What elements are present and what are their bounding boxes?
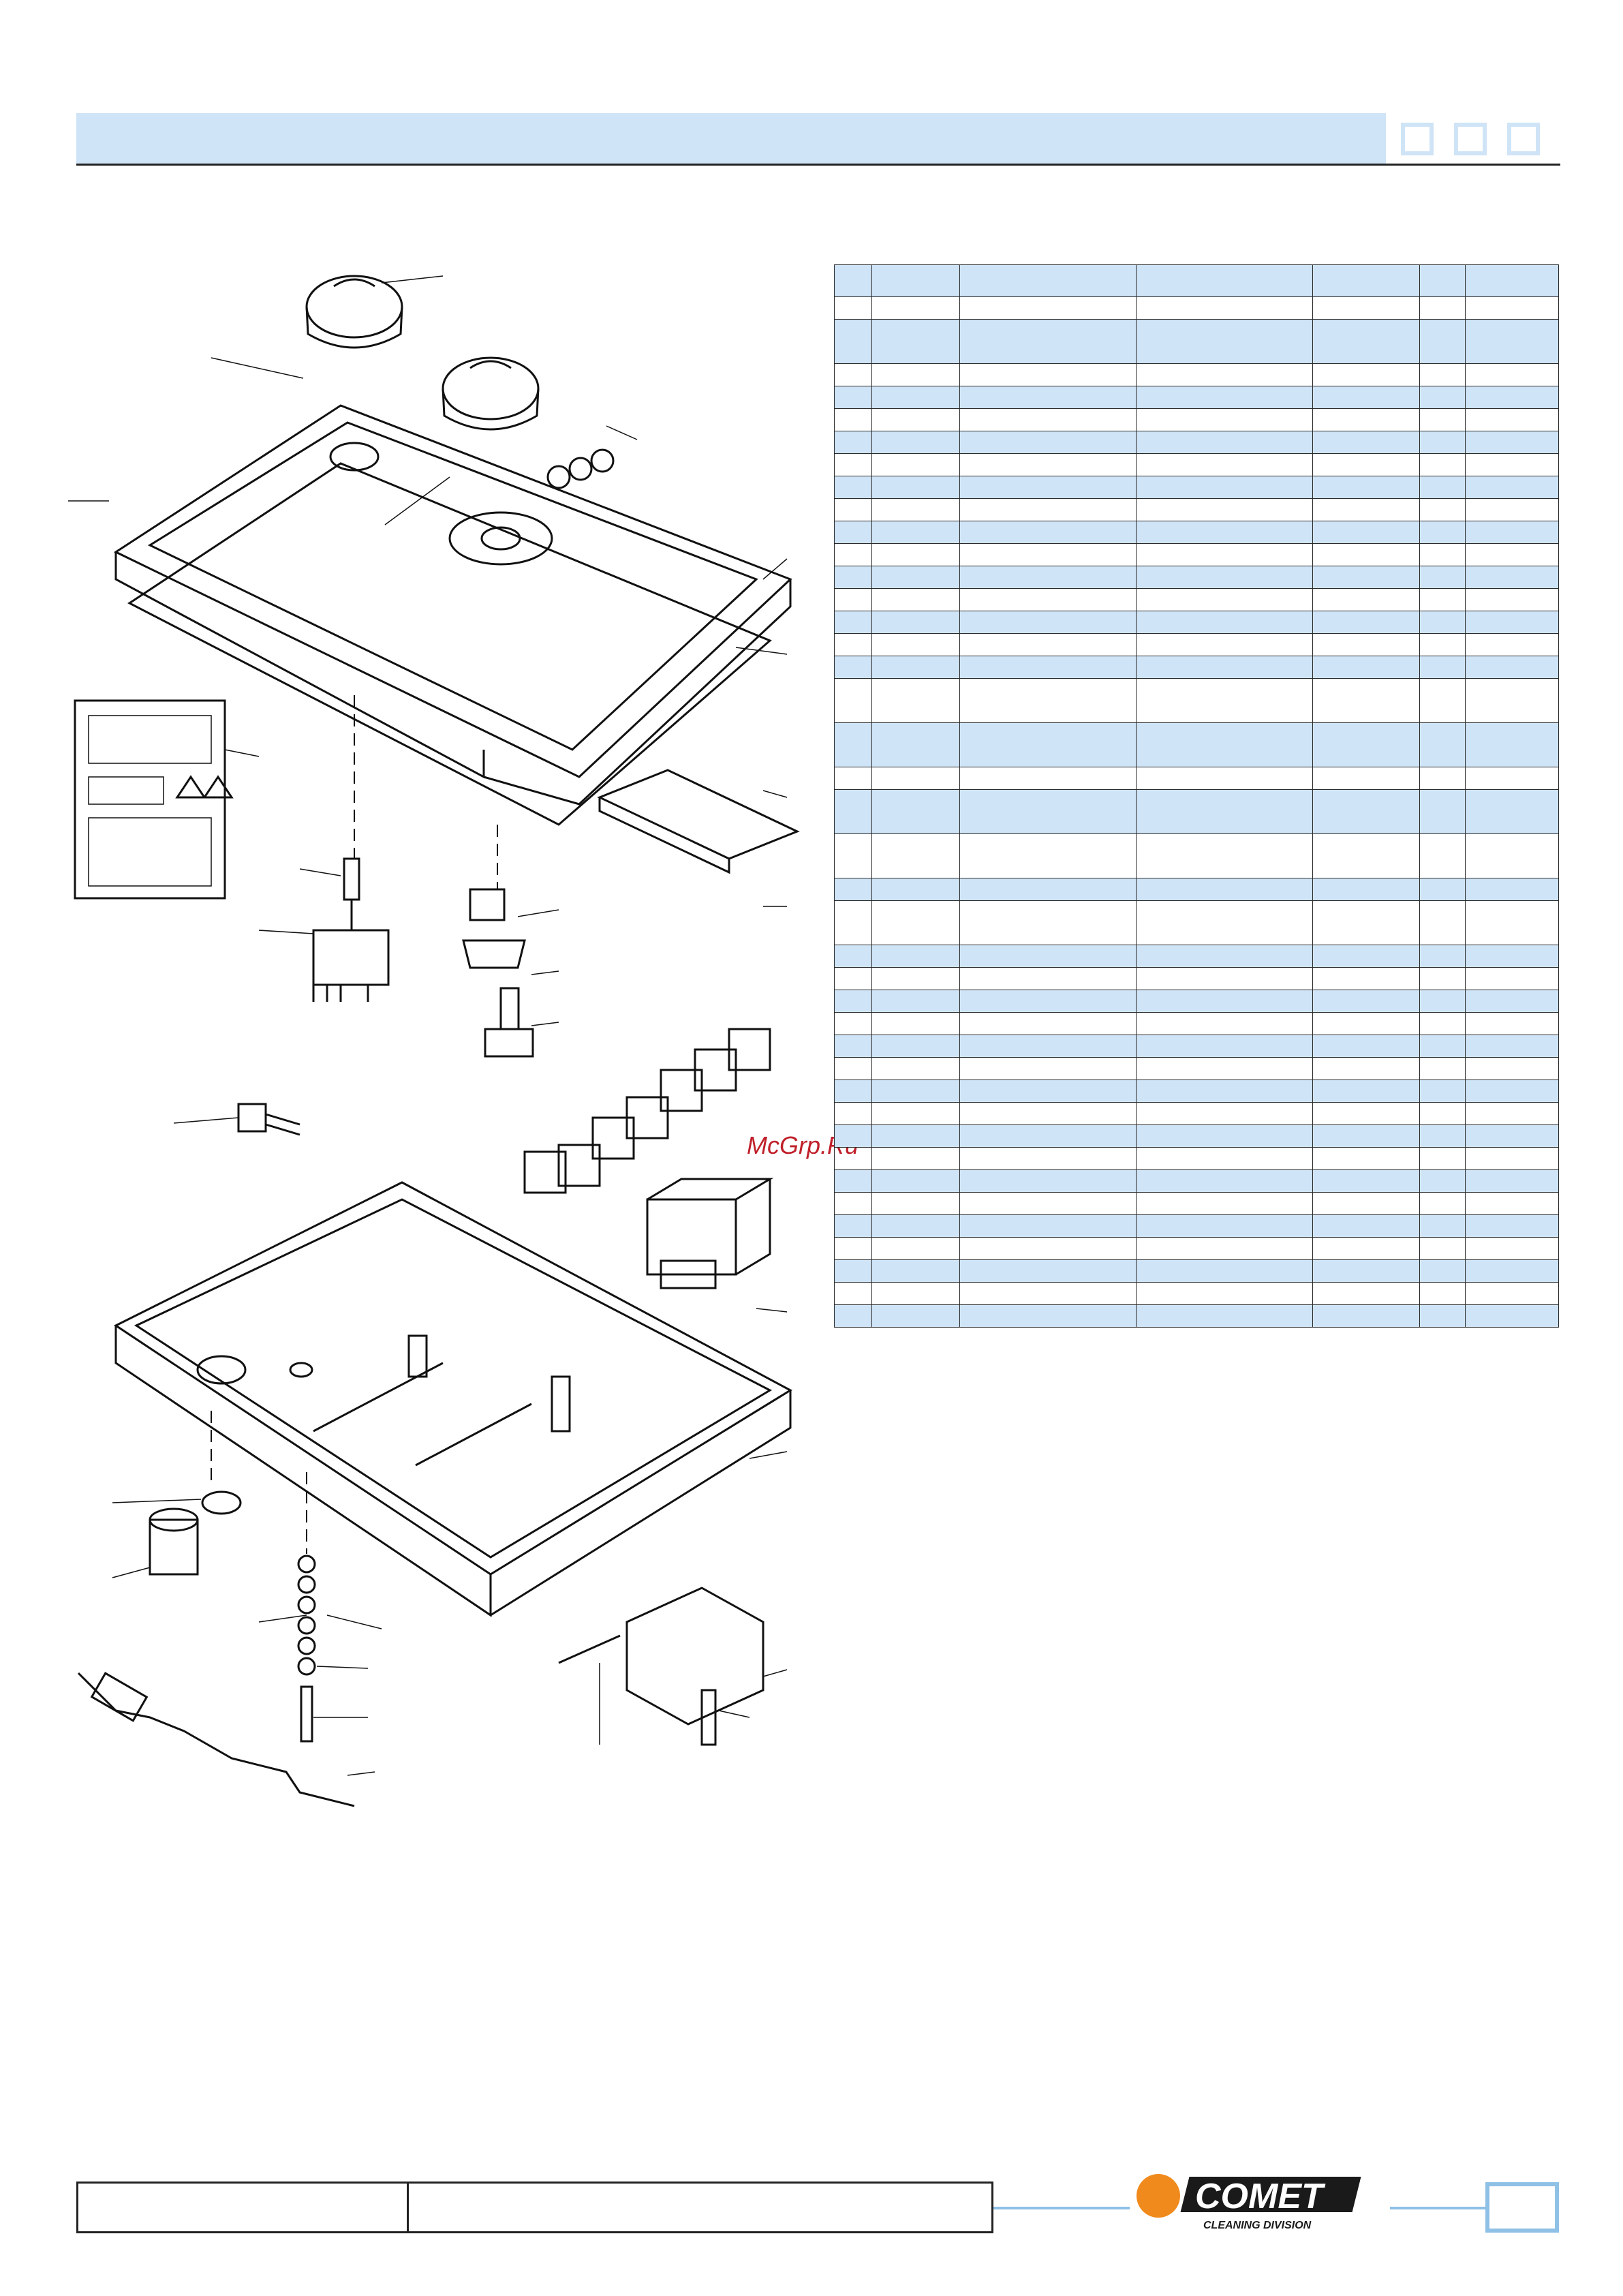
logo-tagline: CLEANING DIVISION [1203,2220,1312,2231]
potentiometer-icon [462,888,534,1058]
table-row [834,633,1559,656]
table-row [834,945,1559,968]
header-rule [76,164,1560,166]
table-row [834,476,1559,499]
parts-list-table [834,264,1559,1328]
table-row [834,521,1559,544]
table-row [834,990,1559,1013]
wiring-diagram-label [74,699,234,900]
knob-right-icon [442,356,540,431]
knob-left-icon [305,275,403,349]
table-row [834,1124,1559,1148]
table-row [834,1282,1559,1305]
footer-box-middle [409,2182,993,2233]
relay-icon [237,1103,300,1136]
flow-switch-icon [558,1587,764,1746]
table-row [834,1147,1559,1170]
table-row [834,611,1559,634]
terminal-blocks-icon [523,1028,771,1194]
table-row [834,722,1559,767]
logo-brand: COMET [1195,2177,1326,2216]
table-row [834,900,1559,945]
header-box-2 [1454,123,1487,155]
transformer-icon [646,1178,774,1289]
table-row [834,588,1559,611]
table-row [834,1192,1559,1215]
table-row [834,1057,1559,1080]
table-row [834,1304,1559,1328]
footer-box-left [76,2182,409,2233]
circuit-board-icon [597,769,800,874]
header-box-group [1386,113,1560,164]
selector-switch-icon [312,857,390,1002]
table-row [834,408,1559,431]
table-row [834,1035,1559,1058]
lid-icon [113,404,792,806]
table-header-row [834,264,1559,297]
callout-leaders [68,275,788,1776]
table-row [834,789,1559,834]
table-row [834,1259,1559,1283]
header-band [76,113,1386,164]
table-row [834,1169,1559,1193]
cable-gland-icon [149,1490,242,1576]
table-row [834,833,1559,878]
footer-accent-line-right [1390,2207,1485,2209]
table-row [834,678,1559,723]
table-row [834,363,1559,386]
table-row [834,453,1559,476]
header-box-1 [1401,123,1434,155]
table-row [834,1012,1559,1035]
table-row [834,319,1559,364]
comet-logo: COMET CLEANING DIVISION [1137,2174,1361,2231]
footer-accent-line-left [993,2207,1130,2209]
table-row [834,1102,1559,1125]
table-row [834,566,1559,589]
table-row [834,878,1559,901]
table-row [834,1237,1559,1260]
table-row [834,1080,1559,1103]
power-plug-icon [77,1672,355,1807]
table-row [834,543,1559,566]
page-number-box [1485,2182,1559,2233]
table-row [834,386,1559,409]
exploded-parts-drawing [68,275,800,1807]
table-row [834,498,1559,521]
table-row [834,1214,1559,1238]
table-row [834,656,1559,679]
table-row [834,767,1559,790]
base-housing-icon [114,1181,793,1617]
gasket-icon [127,462,772,826]
table-row [834,967,1559,990]
table-row [834,296,1559,320]
table-row [834,431,1559,454]
header-box-3 [1507,123,1540,155]
washer-stack-icon [297,1555,316,1743]
